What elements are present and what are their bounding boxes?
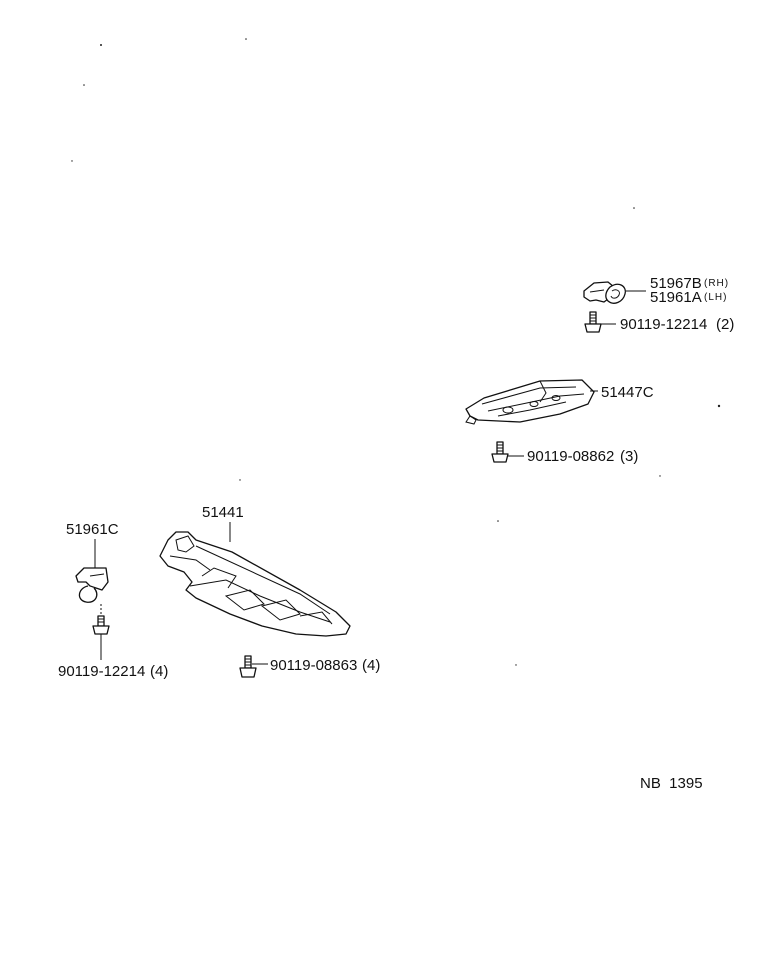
bolt-left-qty: (4)	[150, 663, 168, 680]
diagram-code: NB 1395	[640, 775, 703, 792]
bolt-upper-qty: (2)	[716, 316, 734, 333]
bolt-main-part-number: 90119-08863	[270, 657, 357, 674]
bolt-upper-part-number: 90119-12214	[620, 316, 707, 333]
splash-shield-rh-side: (RH)	[704, 278, 729, 289]
bracket-left-part-number: 51961C	[66, 521, 119, 538]
scan-specks	[71, 38, 721, 666]
cover-main-part-number: 51441	[202, 504, 244, 521]
bolt-main-icon	[239, 655, 268, 678]
splash-shield-rh-part-number: 51967B	[650, 275, 702, 292]
bolt-right-qty: (3)	[620, 448, 638, 465]
bolt-right-part-number: 90119-08862	[527, 448, 614, 465]
bolt-left-part-number: 90119-12214	[58, 663, 145, 680]
bolt-main-qty: (4)	[362, 657, 380, 674]
splash-shield-lh-part-number: 51961A	[650, 289, 702, 306]
cover-51447c-drawing	[465, 379, 598, 425]
splash-shield-lh-side: (LH)	[704, 292, 727, 303]
cover-right-part-number: 51447C	[601, 384, 654, 401]
bolt-upper-icon	[584, 311, 616, 333]
splash-shield-clip-drawing	[583, 281, 646, 304]
cover-51441-drawing	[159, 522, 351, 637]
bolt-right-icon	[491, 441, 524, 463]
bracket-51961c-drawing	[75, 539, 110, 660]
